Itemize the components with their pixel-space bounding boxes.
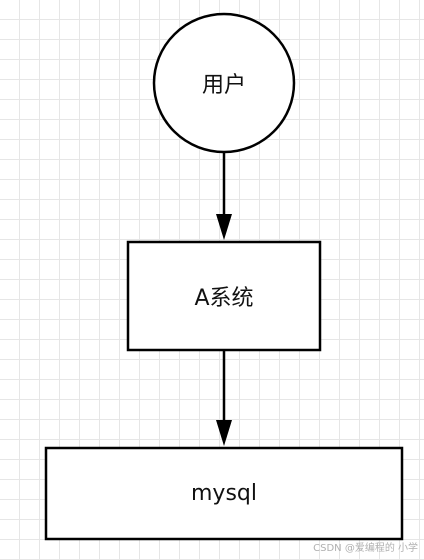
mysql-node-box[interactable] [44,446,404,541]
edge-a-to-mysql-arrowhead [216,420,232,446]
system-a-node-label: A系统 [194,286,254,311]
csdn-watermark: CSDN @爱编程的 小学 [313,543,418,554]
user-node-label: 用户 [201,73,246,98]
edge-user-to-a-arrowhead [216,214,232,240]
system-a-node-box[interactable] [126,240,322,352]
mysql-node-label: mysql [191,480,257,506]
